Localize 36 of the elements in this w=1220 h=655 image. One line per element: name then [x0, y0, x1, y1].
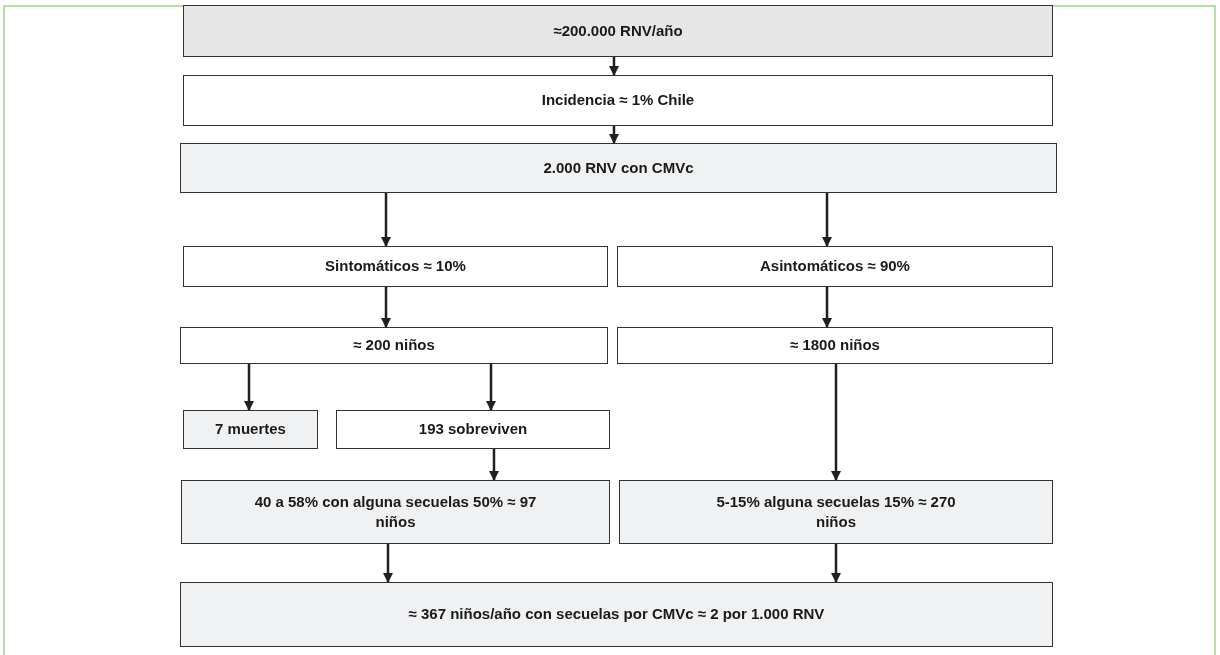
process-box: [180, 582, 1053, 647]
box-label: Incidencia ≈ 1% Chile: [541, 90, 695, 111]
process-box: [180, 143, 1057, 193]
arrow: [383, 544, 393, 583]
arrow: [831, 544, 841, 583]
box-label: 5-15% alguna secuelas 15% ≈ 270 niños: [715, 491, 957, 532]
arrow: [831, 364, 841, 481]
arrow: [244, 364, 254, 411]
box-label: 7 muertes: [215, 419, 286, 440]
box-label: ≈ 367 niños/año con secuelas por CMVc ≈ 2 por 1.000 RNV: [408, 604, 825, 625]
box-label: Sintomáticos ≈ 10%: [325, 256, 466, 277]
process-box: [183, 246, 608, 287]
process-box: [617, 327, 1053, 364]
arrow: [489, 449, 499, 481]
box-label: Asintomáticos ≈ 90%: [760, 256, 910, 277]
process-box: [183, 410, 318, 449]
process-box: [183, 5, 1053, 57]
process-box: [617, 246, 1053, 287]
arrow: [381, 287, 391, 328]
arrow: [381, 193, 391, 247]
process-box: [181, 480, 610, 544]
arrow: [609, 126, 619, 144]
arrow: [822, 287, 832, 328]
box-label: 40 a 58% con alguna secuelas 50% ≈ 97 niños: [253, 491, 538, 532]
process-box: [336, 410, 610, 449]
box-label: 2.000 RNV con CMVc: [543, 157, 694, 178]
box-label: ≈200.000 RNV/año: [553, 20, 683, 41]
arrow: [486, 364, 496, 411]
process-box: [180, 327, 608, 364]
process-box: [619, 480, 1053, 544]
box-label: 193 sobreviven: [418, 419, 528, 440]
arrow: [822, 193, 832, 247]
arrow: [609, 57, 619, 76]
process-box: [183, 75, 1053, 126]
box-label: ≈ 200 niños: [353, 335, 435, 356]
box-label: ≈ 1800 niños: [790, 335, 880, 356]
